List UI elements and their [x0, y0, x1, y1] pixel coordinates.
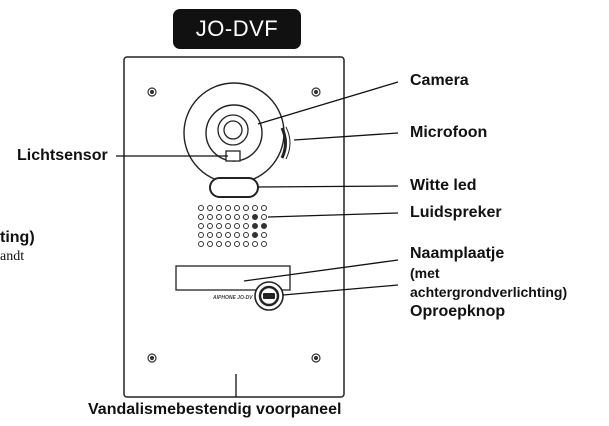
brand-print: AIPHONE JO-DV: [212, 295, 253, 301]
label-front-panel: Vandalismebestendig voorpaneel: [88, 401, 342, 418]
label-call-button: Oproepknop: [410, 303, 506, 320]
white-led: [209, 177, 259, 198]
call-button: [254, 281, 284, 311]
label-name-plate-note-2: achtergrondverlichting): [410, 284, 568, 300]
label-speaker: Luidspreker: [410, 204, 502, 221]
model-badge: JO-DVF: [173, 9, 301, 49]
label-white-led: Witte led: [410, 177, 477, 194]
panel-screws: [147, 87, 321, 363]
microphone-slot: [280, 127, 287, 159]
label-microphone: Microfoon: [410, 124, 488, 141]
left-fragment-1: ting): [0, 229, 35, 246]
label-name-plate: Naamplaatje: [410, 245, 505, 262]
front-panel: [123, 56, 345, 398]
label-name-plate-note-1: (met: [410, 265, 440, 281]
speaker-grille: [198, 205, 267, 247]
left-fragment-2: andt: [0, 249, 25, 264]
label-light-sensor: Lichtsensor: [17, 147, 108, 164]
light-sensor-window: [225, 150, 241, 162]
camera-lens: [217, 114, 249, 146]
label-camera: Camera: [410, 72, 469, 89]
leader-lines: [116, 81, 399, 397]
